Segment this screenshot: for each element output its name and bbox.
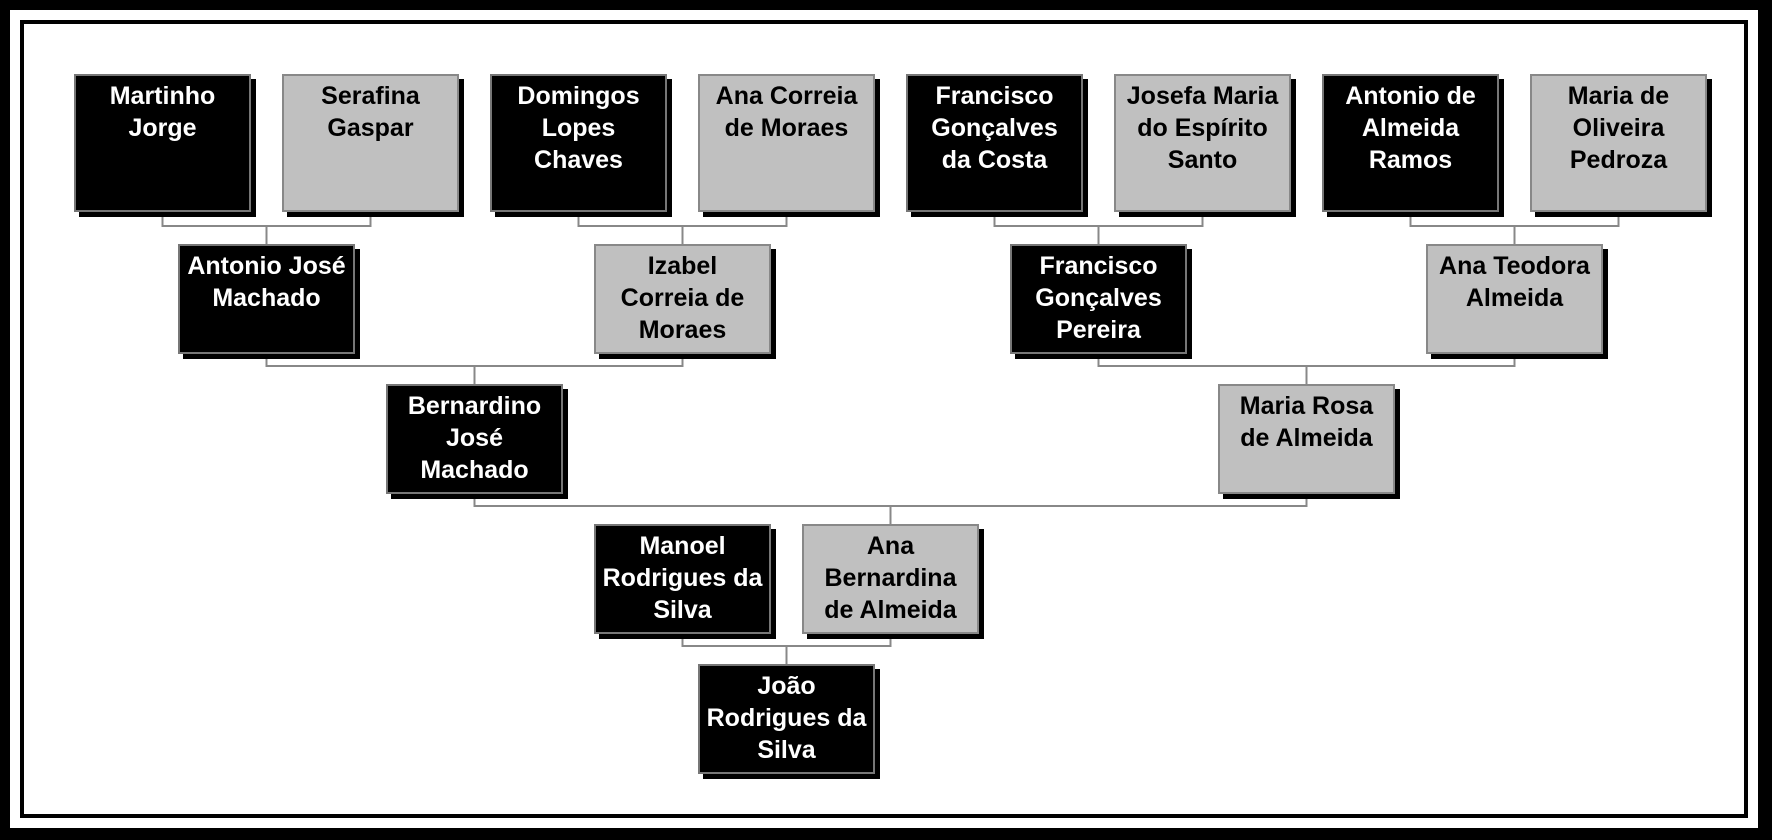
person-francisco-goncalves-pereira: Francisco Gonçalves Pereira	[1010, 244, 1187, 354]
person-maria-rosa-de-almeida: Maria Rosa de Almeida	[1218, 384, 1395, 494]
connector-line-7	[473, 494, 1308, 524]
connector-lines	[161, 212, 1620, 664]
connector-line-1	[161, 212, 372, 244]
person-ana-teodora-almeida: Ana Teodora Almeida	[1426, 244, 1603, 354]
person-martinho-jorge: Martinho Jorge	[74, 74, 251, 212]
person-antonio-jose-machado: Antonio José Machado	[178, 244, 355, 354]
connector-line-4	[1409, 212, 1620, 244]
person-francisco-goncalves-da-costa: Francisco Gonçalves da Costa	[906, 74, 1083, 212]
person-manoel-rodrigues-da-silva: Manoel Rodrigues da Silva	[594, 524, 771, 634]
connector-line-3	[993, 212, 1204, 244]
person-maria-de-oliveira-pedroza: Maria de Oliveira Pedroza	[1530, 74, 1707, 212]
person-antonio-de-almeida-ramos: Antonio de Almeida Ramos	[1322, 74, 1499, 212]
person-ana-bernardina-de-almeida: Ana Bernardina de Almeida	[802, 524, 979, 634]
person-izabel-correia-de-moraes: Izabel Correia de Moraes	[594, 244, 771, 354]
outer-frame: Martinho Jorge Serafina Gaspar Domingos …	[10, 10, 1758, 828]
person-joao-rodrigues-da-silva: João Rodrigues da Silva	[698, 664, 875, 774]
connector-line-2	[577, 212, 788, 244]
person-josefa-maria-do-espirito-santo: Josefa Maria do Espírito Santo	[1114, 74, 1291, 212]
person-bernardino-jose-machado: Bernardino José Machado	[386, 384, 563, 494]
connector-line-6	[1097, 354, 1516, 384]
connector-line-8	[681, 634, 892, 664]
person-domingos-lopes-chaves: Domingos Lopes Chaves	[490, 74, 667, 212]
person-ana-correia-de-moraes: Ana Correia de Moraes	[698, 74, 875, 212]
connector-line-5	[265, 354, 684, 384]
person-serafina-gaspar: Serafina Gaspar	[282, 74, 459, 212]
family-tree-canvas: Martinho Jorge Serafina Gaspar Domingos …	[20, 20, 1748, 818]
